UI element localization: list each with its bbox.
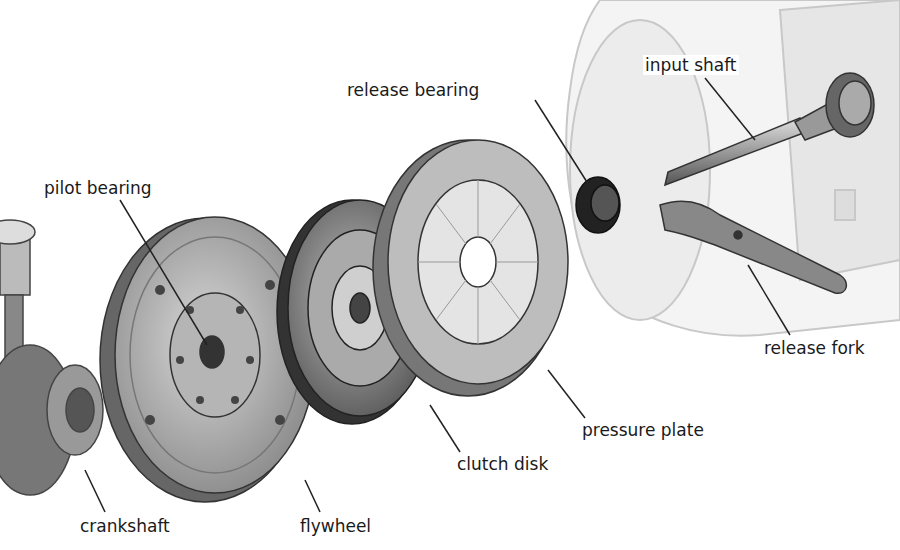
- bellhousing: [566, 0, 900, 336]
- flywheel-figure: [100, 217, 315, 502]
- part-label: release bearing: [345, 80, 481, 100]
- part-label: input shaft: [643, 55, 739, 75]
- leader-lines: [85, 78, 790, 512]
- part-label: pressure plate: [580, 420, 706, 440]
- release-bearing-figure: [576, 177, 620, 233]
- crankshaft-figure: [0, 220, 103, 495]
- part-label: release fork: [762, 338, 867, 358]
- input-shaft-figure: [665, 73, 874, 185]
- part-label: pilot bearing: [42, 178, 154, 198]
- pressure-plate-figure: [373, 140, 568, 396]
- release-fork-figure: [660, 201, 846, 293]
- part-label: clutch disk: [455, 454, 550, 474]
- part-label: flywheel: [298, 516, 373, 536]
- part-label: crankshaft: [78, 516, 172, 536]
